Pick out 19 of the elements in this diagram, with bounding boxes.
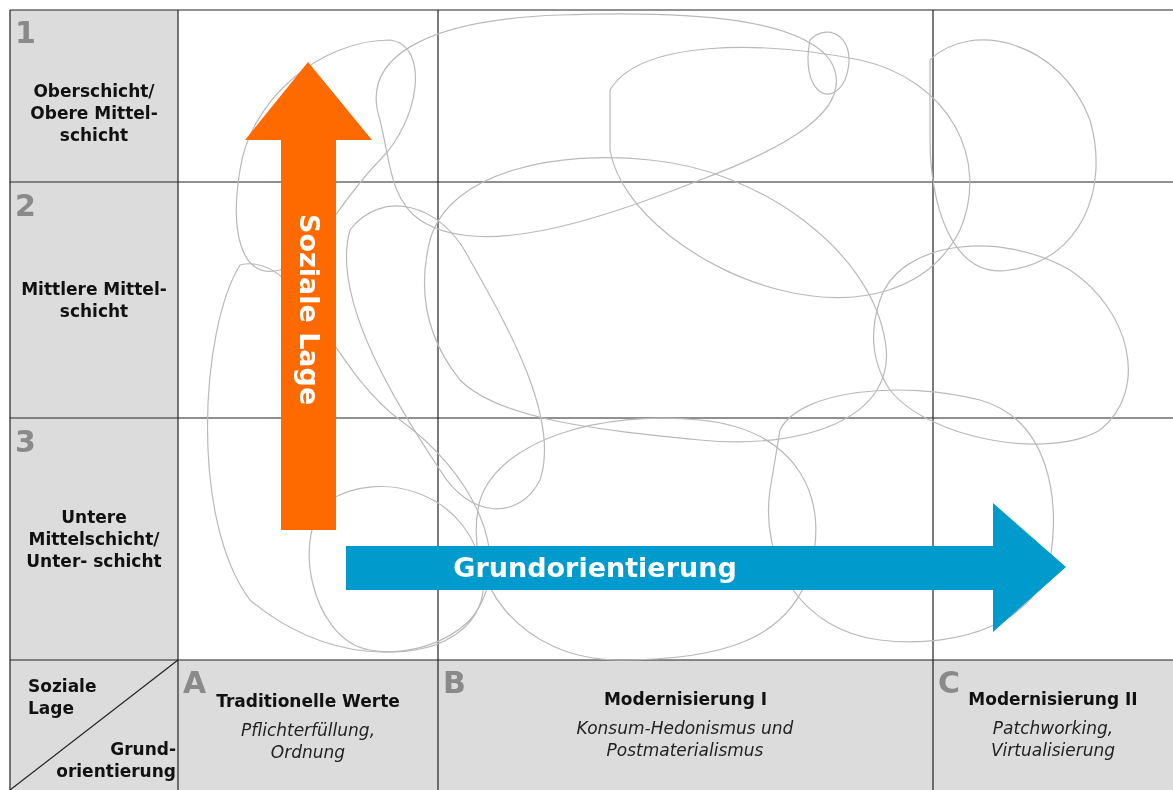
row-heading: Untere Mittelschicht/ Unter- schicht xyxy=(25,505,163,573)
row-number: 3 xyxy=(15,423,36,461)
column-heading: Traditionelle Werte xyxy=(216,689,400,713)
column-subheading: Patchworking, Virtualisierung xyxy=(990,716,1116,762)
axis-label: Grund- orientierung xyxy=(55,737,176,783)
column-letter: C xyxy=(938,664,961,702)
column-letter: A xyxy=(183,664,207,702)
column-subheading: Konsum-Hedonismus und Postmaterialismus xyxy=(575,716,795,762)
row-heading: Oberschicht/ Obere Mittel- schicht xyxy=(29,79,159,147)
row-number: 1 xyxy=(15,14,36,52)
column-letter: B xyxy=(443,664,466,702)
axis-label: Soziale Lage xyxy=(28,674,98,720)
row-number: 2 xyxy=(15,187,36,225)
column-subheading: Pflichterfüllung, Ordnung xyxy=(239,718,377,764)
row-heading: Mittlere Mittel- schicht xyxy=(20,277,168,323)
column-heading: Modernisierung I xyxy=(603,687,768,711)
column-heading: Modernisierung II xyxy=(968,687,1138,711)
arrow-label: Soziale Lage xyxy=(292,214,326,406)
arrow-label: Grundorientierung xyxy=(453,551,737,586)
